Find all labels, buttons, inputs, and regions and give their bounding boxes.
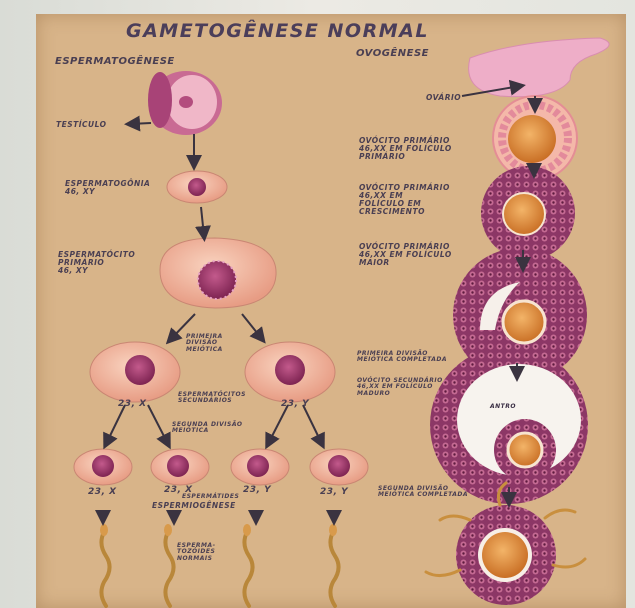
spermatogonium-cell [167, 171, 227, 203]
label-spermatid-karyotype: 23, X [88, 488, 117, 497]
board-title: GAMETOGÊNESE NORMAL [126, 22, 429, 42]
label-secondary-oocyte: OVÓCITO SECUNDÁRIO 46,XX EM FOLÍCULO MAD… [357, 378, 443, 397]
label-primary-spermatocyte: ESPERMATÓCITO PRIMÁRIO 46, XY [58, 251, 135, 275]
secondary-spermatocyte-left [90, 342, 180, 402]
label-first-division-completed: PRIMEIRA DIVISÃO MEIÓTICA COMPLETADA [357, 351, 447, 364]
section-oogenesis: OVOGÊNESE [356, 49, 429, 60]
sperm-heads [100, 524, 337, 536]
section-spermatogenesis: ESPERMATOGÊNESE [55, 57, 175, 68]
label-primary-oocyte-primary-follicle: OVÓCITO PRIMÁRIO 46,XX EM FOLÍCULO PRIMÁ… [359, 137, 452, 161]
label-testicle: TESTÍCULO [56, 121, 107, 129]
label-karyotype-secondary-right: 23, Y [281, 400, 309, 409]
testicle-figure [148, 71, 222, 135]
label-antrum: ANTRO [490, 404, 516, 410]
sperm-cells [101, 532, 338, 606]
label-spermatid-karyotype: 23, Y [320, 488, 348, 497]
label-karyotype-secondary-left: 23, X [118, 400, 147, 409]
mature-follicle [430, 346, 588, 504]
growing-follicle [481, 166, 575, 260]
label-primary-oocyte-growing-follicle: OVÓCITO PRIMÁRIO 46,XX EM FOLÍCULO EM CR… [359, 184, 450, 216]
label-spermatogonium: ESPERMATOGÔNIA 46, XY [65, 180, 150, 196]
primary-spermatocyte-cell [160, 238, 276, 308]
label-first-division: PRIMEIRA DIVISÃO MEIÓTICA [186, 334, 223, 353]
spermatid-cells [74, 449, 368, 485]
label-primary-oocyte-larger-follicle: OVÓCITO PRIMÁRIO 46,XX EM FOLÍCULO MAIOR [359, 243, 452, 267]
label-spermatid-karyotype: 23, Y [243, 486, 271, 495]
label-second-division-completed: SEGUNDA DIVISÃO MEIÓTICA COMPLETADA [378, 486, 468, 499]
label-normal-sperm: ESPERMA- TOZÓIDES NORMAIS [177, 543, 216, 562]
label-spermiogenesis: ESPERMIOGÊNESE [152, 502, 236, 510]
label-secondary-spermatocytes: ESPERMATÓCITOS SECUNDÁRIOS [178, 392, 246, 405]
ovary-figure [469, 38, 609, 97]
label-second-division: SEGUNDA DIVISÃO MEIÓTICA [172, 422, 242, 435]
label-spermatids: ESPERMÁTIDES [182, 494, 239, 500]
secondary-spermatocyte-right [245, 342, 335, 402]
label-ovary: OVÁRIO [426, 94, 461, 102]
